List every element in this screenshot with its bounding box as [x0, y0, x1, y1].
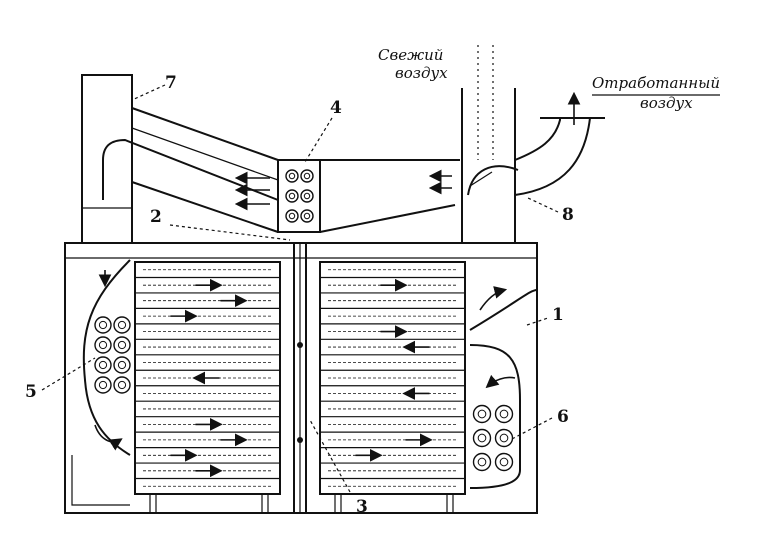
fresh-air-label-1: Свежий: [378, 46, 443, 64]
tube-circle: [472, 404, 492, 424]
left-conveyor-belts: [135, 261, 280, 487]
tube-core: [477, 409, 487, 419]
tube-core: [98, 320, 108, 330]
right-air-guide-top: [469, 289, 538, 331]
callout-2: 2: [150, 207, 162, 227]
support-legs: [149, 494, 454, 513]
tube-core: [117, 320, 127, 330]
tube-core: [98, 380, 108, 390]
upper-duct-arrows: [234, 169, 452, 211]
tube-core: [98, 360, 108, 370]
exhaust-outlet: [514, 91, 605, 196]
partition-joint-upper: [297, 342, 303, 348]
callout-1: 1: [552, 305, 564, 325]
tube-circle: [285, 189, 299, 203]
tube-core: [117, 380, 127, 390]
right-flow-arrow-in: [485, 374, 516, 389]
tube-circle: [113, 356, 131, 374]
tube-core: [288, 172, 296, 180]
tube-circle: [300, 209, 314, 223]
tube-circle: [300, 189, 314, 203]
tube-circle: [285, 209, 299, 223]
exhaust-air-label-1: Отработанный: [592, 74, 720, 92]
tube-core: [117, 340, 127, 350]
tube-core: [499, 409, 509, 419]
callout-7: 7: [165, 73, 177, 93]
tube-circle: [300, 169, 314, 183]
right-flow-arrow-up: [479, 286, 508, 311]
tube-core: [288, 192, 296, 200]
tube-core: [98, 340, 108, 350]
tube-core: [303, 172, 311, 180]
tube-circle: [494, 428, 514, 448]
right-conveyor-belts: [320, 261, 465, 487]
dryer-housing: [64, 242, 538, 514]
tube-circle: [94, 316, 112, 334]
left-bottom-duct: [71, 455, 130, 506]
tube-circle: [285, 169, 299, 183]
callout-5: 5: [25, 382, 37, 402]
partition-joint-lower: [297, 437, 303, 443]
fresh-air-label-2: воздух: [395, 64, 448, 82]
damper-blade: [469, 171, 493, 187]
tube-circle: [113, 376, 131, 394]
callout-4: 4: [330, 98, 342, 118]
tube-core: [117, 360, 127, 370]
tube-core: [499, 433, 509, 443]
heater-right-tubes: [472, 404, 514, 472]
exhaust-air-label-2: воздух: [640, 94, 693, 112]
right-air-guide: [469, 344, 521, 489]
callout-leaders: [41, 84, 559, 493]
tube-core: [477, 433, 487, 443]
tube-circle: [113, 336, 131, 354]
left-air-guide: [82, 259, 131, 456]
left-vertical-duct: [81, 74, 133, 244]
tube-circle: [494, 452, 514, 472]
tube-core: [303, 212, 311, 220]
tube-core: [499, 457, 509, 467]
tube-core: [288, 212, 296, 220]
tube-core: [477, 457, 487, 467]
heater-left-tubes: [94, 316, 131, 394]
tube-circle: [472, 428, 492, 448]
tube-circle: [94, 336, 112, 354]
tube-circle: [472, 452, 492, 472]
tube-circle: [94, 376, 112, 394]
callout-8: 8: [562, 205, 574, 225]
callout-3: 3: [356, 497, 368, 517]
tube-circle: [94, 356, 112, 374]
tube-circle: [494, 404, 514, 424]
damper-flap: [467, 165, 519, 196]
left-flow-arrow: [94, 424, 123, 451]
filter-tubes: [285, 169, 314, 223]
tube-circle: [113, 316, 131, 334]
tube-core: [303, 192, 311, 200]
filter-block: [277, 159, 321, 233]
callout-6: 6: [557, 407, 569, 427]
